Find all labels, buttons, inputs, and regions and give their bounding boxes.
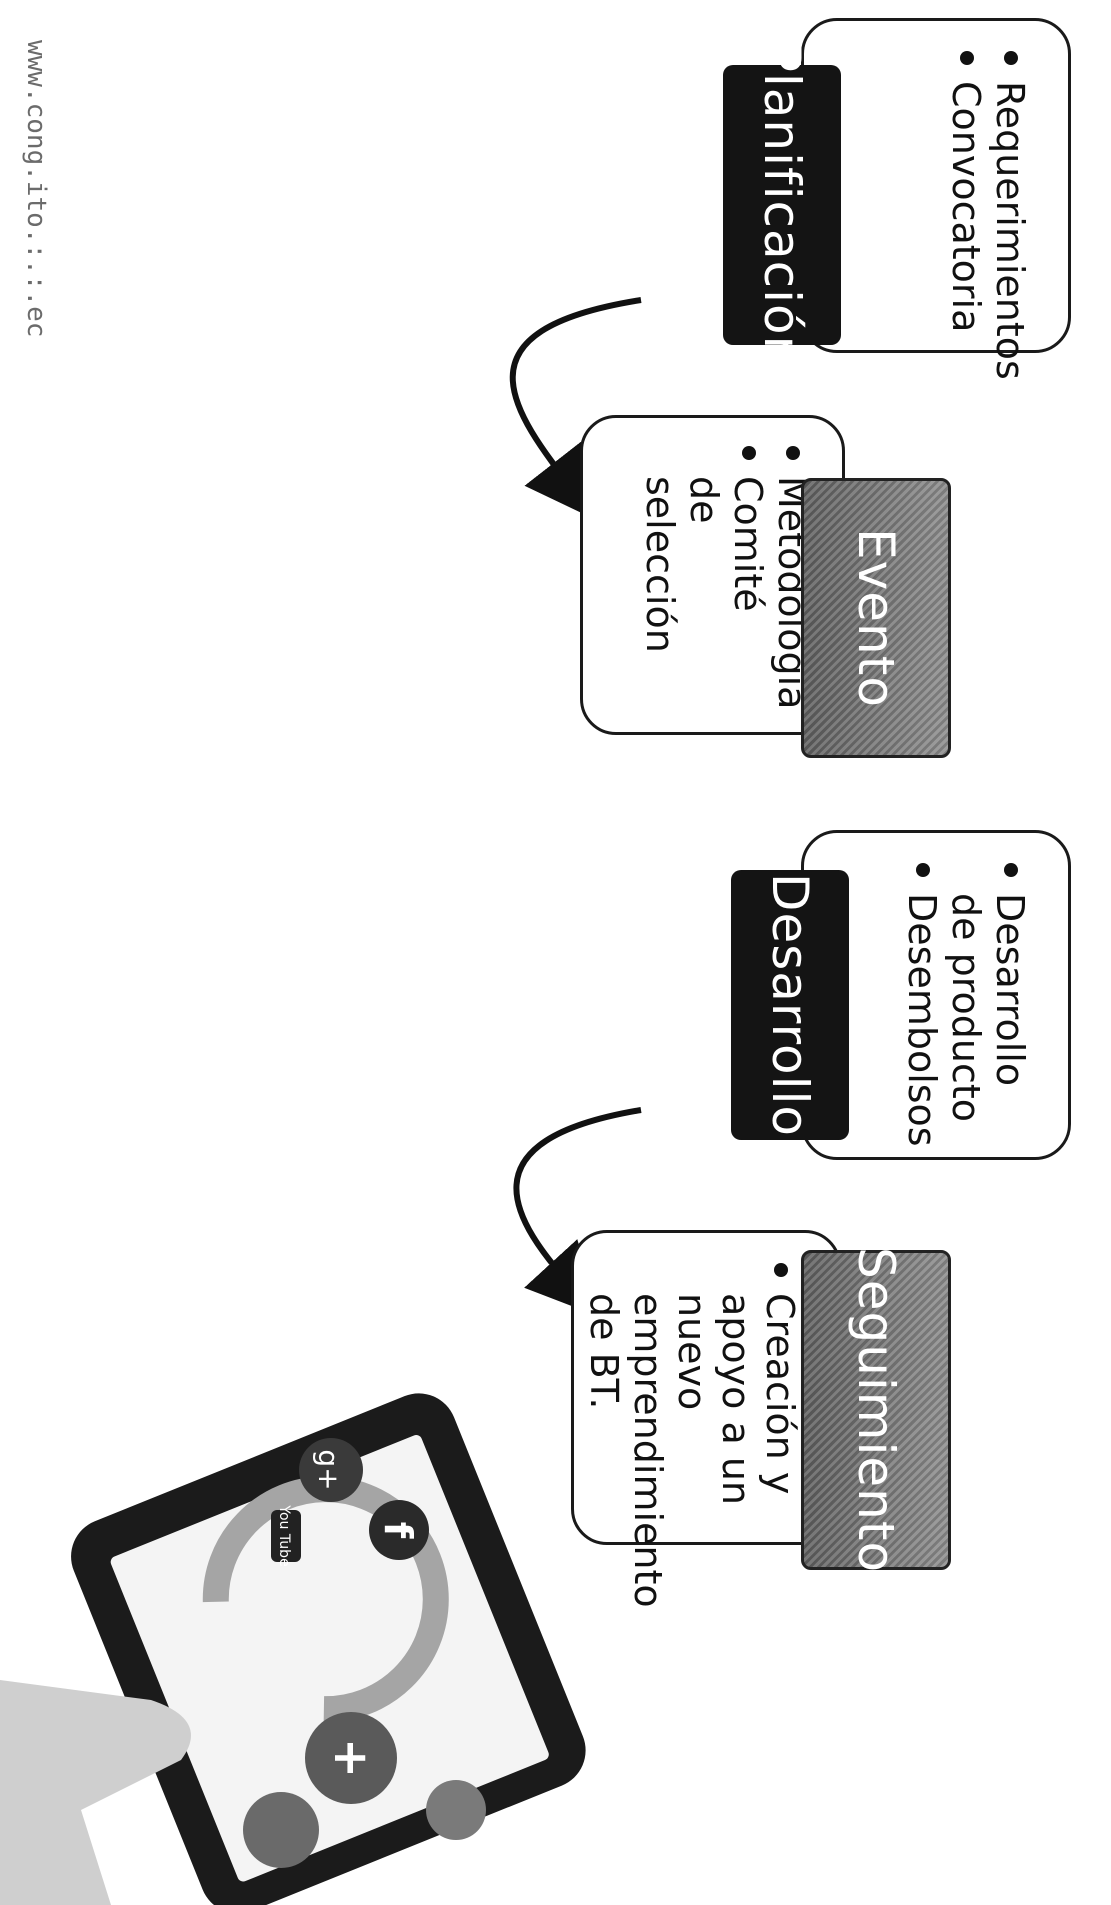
svg-text:g+: g+ bbox=[312, 1449, 345, 1490]
facebook-icon bbox=[369, 1500, 429, 1560]
website-url: www.cong.ito.:.:.ec bbox=[21, 40, 51, 338]
svg-text:f: f bbox=[376, 1522, 420, 1539]
hand-illustration bbox=[0, 1680, 191, 1905]
google-plus-icon bbox=[299, 1438, 363, 1502]
arrow-planificacion-evento bbox=[509, 297, 642, 521]
add-icon bbox=[305, 1712, 397, 1804]
youtube-icon bbox=[271, 1510, 301, 1562]
youtube-icon-text: You Tube bbox=[276, 1504, 292, 1566]
svg-text:+: + bbox=[323, 1738, 379, 1778]
arrow-desarrollo-seguimiento bbox=[513, 1107, 642, 1317]
social-bubble-icon bbox=[243, 1792, 319, 1868]
social-bubble-icon-2 bbox=[426, 1780, 486, 1840]
